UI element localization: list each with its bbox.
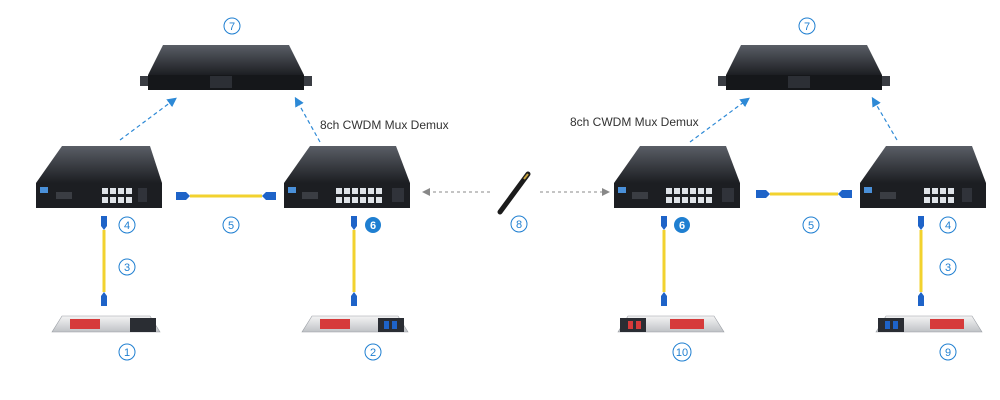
patch-cord-left	[176, 192, 276, 200]
patch-cord-right	[756, 190, 852, 198]
sfp-transceiver-9	[875, 315, 983, 333]
callout-1-text: 1	[124, 347, 130, 359]
callout-4-left: 4	[118, 216, 136, 234]
callout-6-left: 6	[365, 217, 381, 233]
callout-5-left: 5	[222, 216, 240, 234]
sfp-transceiver-10	[617, 315, 725, 333]
fiber-cord-left-a	[101, 216, 107, 306]
callout-3-right: 3	[939, 258, 957, 276]
fiber-cord-right-a	[661, 216, 667, 306]
arrow-right-mux-b-to-chassis	[871, 96, 898, 141]
callout-3-right-text: 3	[945, 262, 951, 274]
callout-6-right-text: 6	[679, 220, 685, 232]
callout-1: 1	[118, 343, 136, 361]
callout-4-right: 4	[939, 216, 957, 234]
mux-module-right-a	[614, 146, 740, 208]
callout-3-left: 3	[118, 258, 136, 276]
callout-4-right-text: 4	[945, 220, 951, 232]
arrow-left-mux-b-to-chassis	[294, 96, 321, 143]
callout-7-right-text: 7	[804, 21, 810, 33]
callout-10: 10	[672, 342, 692, 362]
callout-2: 2	[364, 343, 382, 361]
callout-10-text: 10	[676, 347, 688, 359]
rack-chassis-left	[140, 45, 312, 90]
callout-9-text: 9	[945, 347, 951, 359]
mux-module-right-b	[860, 146, 986, 208]
callout-9: 9	[939, 343, 957, 361]
callout-7-left: 7	[223, 17, 241, 35]
mux-label-right: 8ch CWDM Mux Demux	[570, 115, 699, 129]
callout-6-left-text: 6	[370, 220, 376, 232]
mux-label-left: 8ch CWDM Mux Demux	[320, 118, 449, 132]
arrow-right-mux-a-to-chassis	[689, 97, 750, 143]
callout-5-right-text: 5	[808, 220, 814, 232]
callout-5-left-text: 5	[228, 220, 234, 232]
fiber-cord-right-b	[918, 216, 924, 306]
callout-6-right: 6	[674, 217, 690, 233]
callout-7-left-text: 7	[229, 21, 235, 33]
rack-chassis-right	[718, 45, 890, 90]
sfp-transceiver-1	[51, 315, 161, 333]
callout-8-text: 8	[516, 219, 522, 231]
callout-8: 8	[510, 215, 528, 233]
trunk-fiber-cable	[497, 171, 531, 215]
fiber-cord-left-b	[351, 216, 357, 306]
mux-module-left-a	[36, 146, 162, 208]
callout-4-left-text: 4	[124, 220, 130, 232]
arrow-left-mux-a-to-chassis	[119, 97, 177, 141]
callout-2-text: 2	[370, 347, 376, 359]
mux-module-left-b	[284, 146, 410, 208]
callout-3-left-text: 3	[124, 262, 130, 274]
sfp-transceiver-2	[301, 315, 409, 333]
callout-5-right: 5	[802, 216, 820, 234]
callout-7-right: 7	[798, 17, 816, 35]
